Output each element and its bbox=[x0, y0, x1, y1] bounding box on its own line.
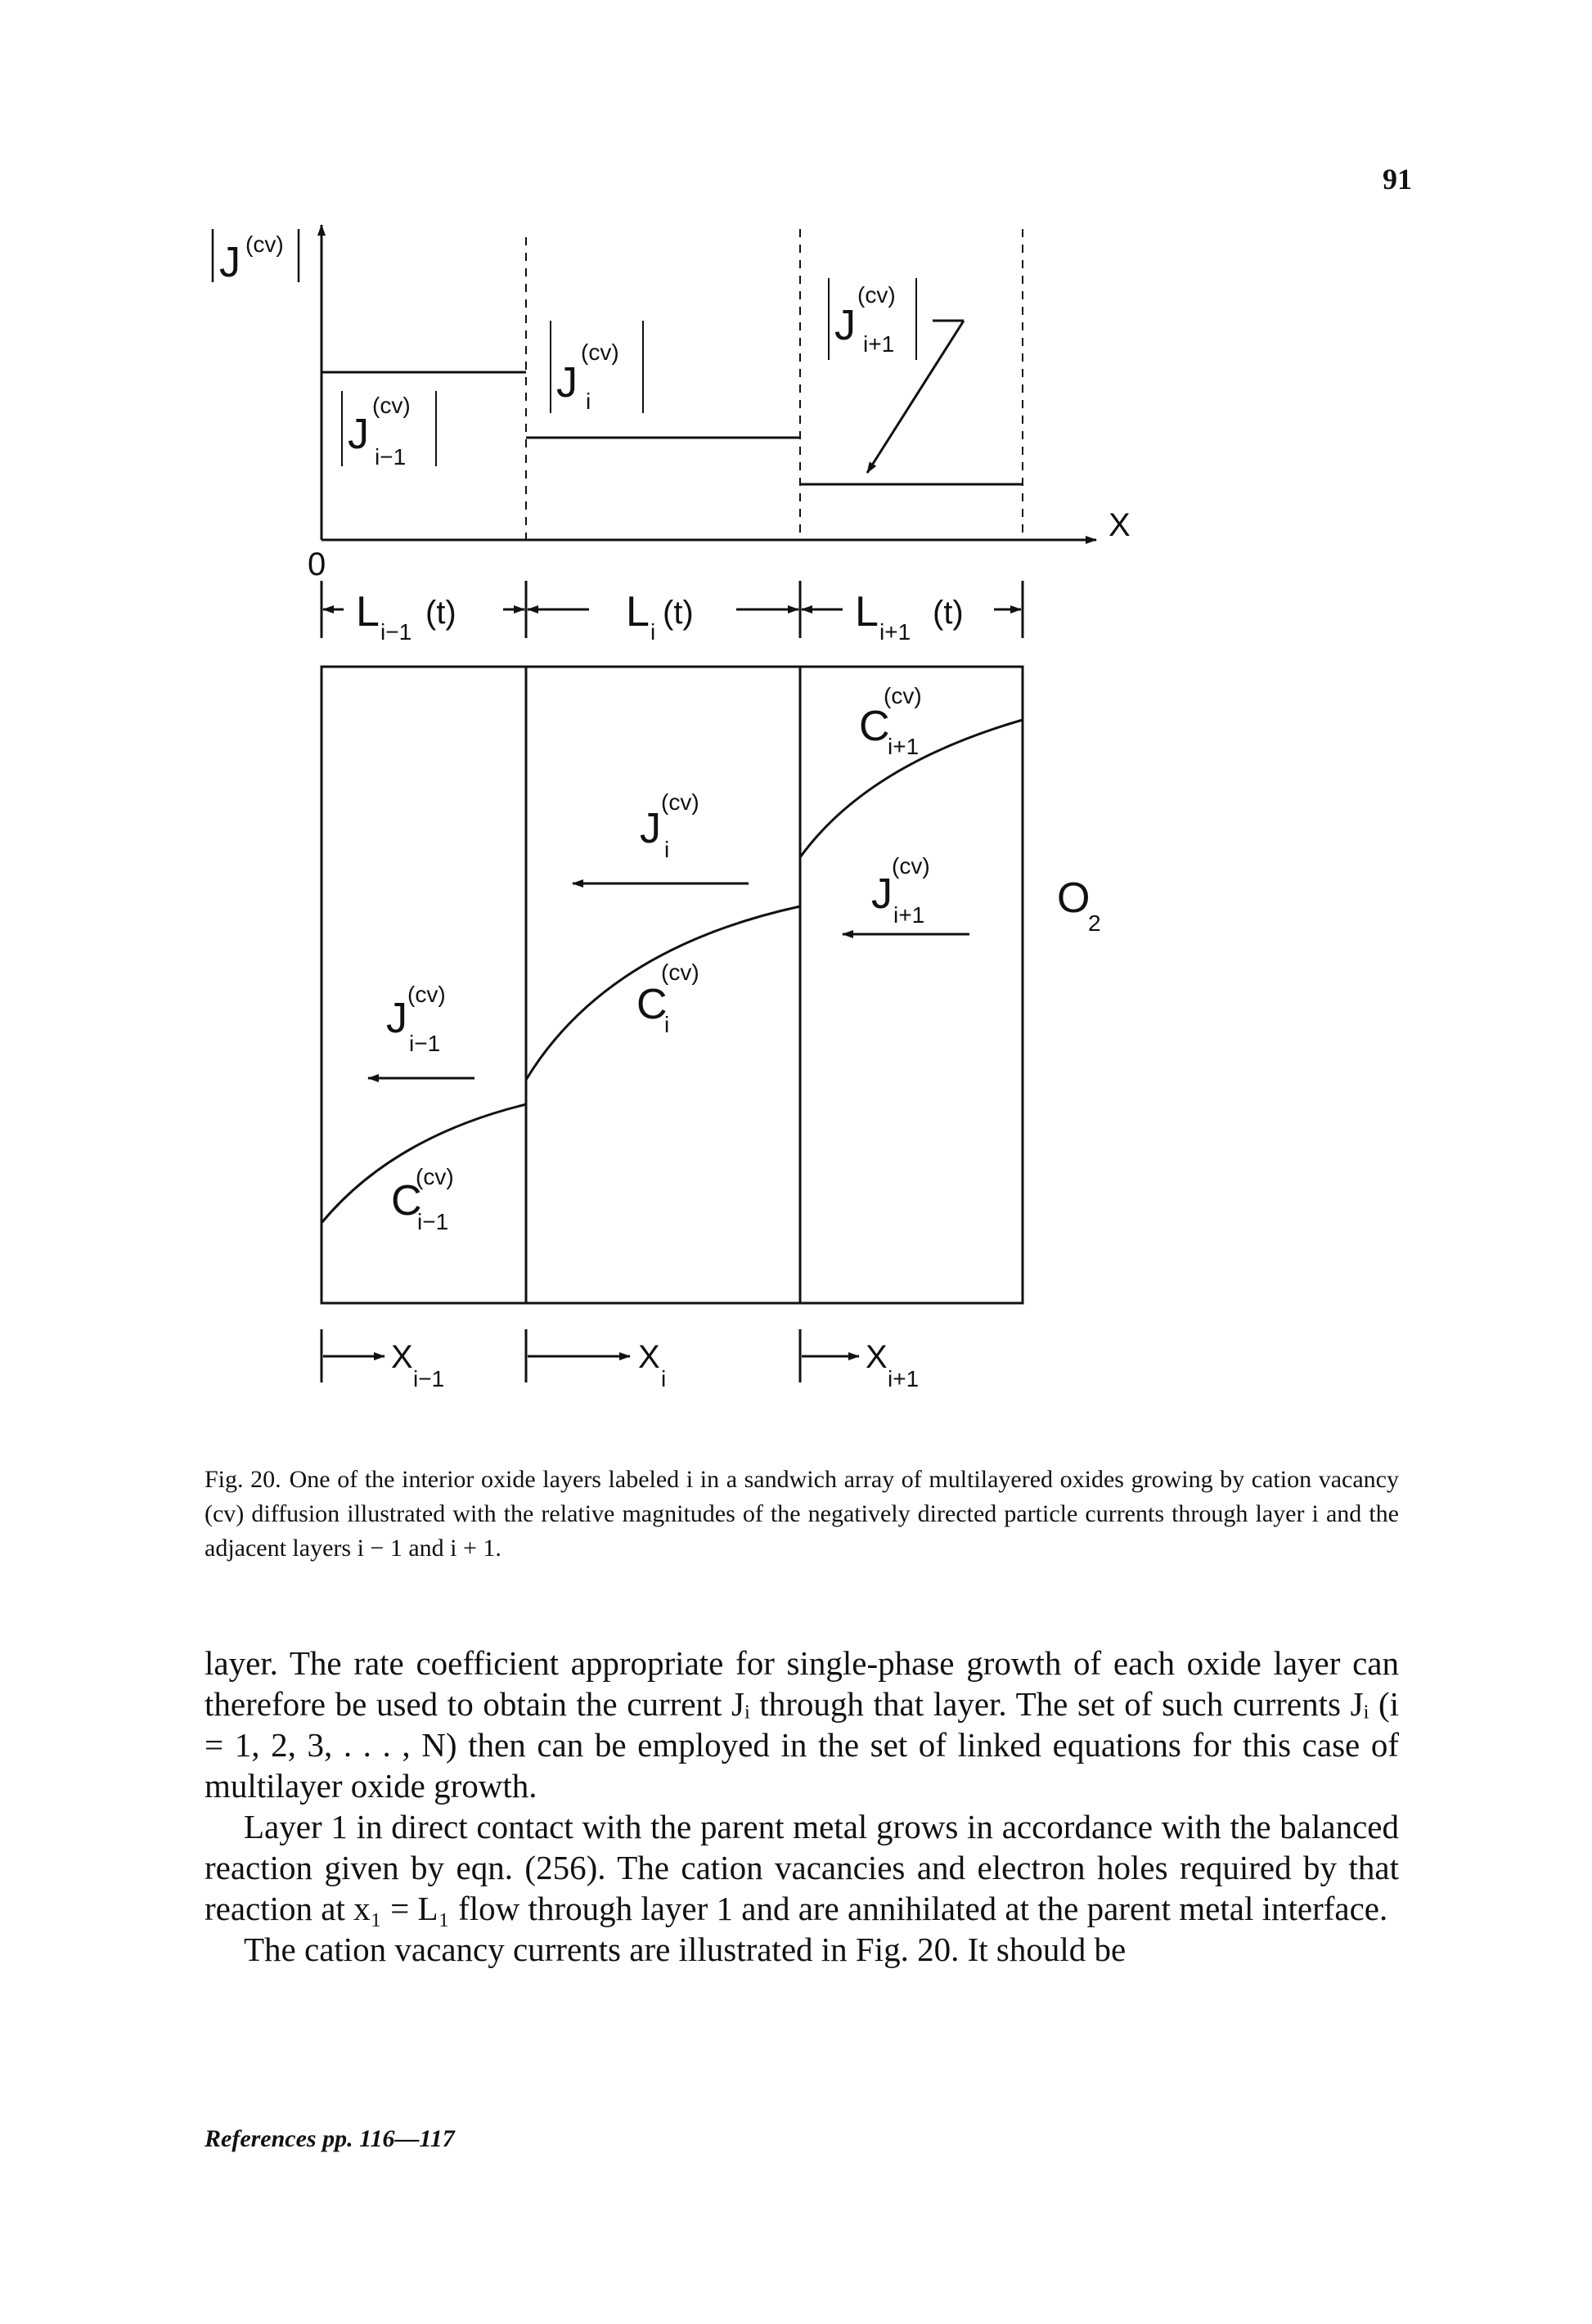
svg-text:i−1: i−1 bbox=[409, 1031, 440, 1056]
paragraph: layer. The rate coefficient appropriate … bbox=[205, 1644, 1399, 1805]
svg-text:(t): (t) bbox=[933, 595, 964, 631]
svg-text:i+1: i+1 bbox=[893, 902, 924, 928]
svg-text:J: J bbox=[640, 805, 661, 852]
flux-step-profile bbox=[322, 371, 1023, 486]
svg-text:(cv): (cv) bbox=[661, 789, 699, 815]
svg-text:i: i bbox=[664, 837, 669, 862]
x-axis-label: X bbox=[1109, 507, 1131, 543]
flux-label-sup: (cv) bbox=[857, 282, 896, 308]
concentration-curve-i bbox=[524, 905, 801, 1081]
svg-text:i: i bbox=[664, 1012, 669, 1037]
figure-20: J (cv) 0 X J (cv) i−1 J (cv) i J (cv) i+… bbox=[211, 224, 1131, 1391]
flux-bracket-i-minus-1 bbox=[341, 391, 437, 466]
upper-flux-panel bbox=[317, 224, 1097, 544]
svg-text:i−1: i−1 bbox=[413, 1366, 444, 1391]
svg-text:X: X bbox=[638, 1339, 660, 1375]
svg-text:i: i bbox=[661, 1366, 666, 1391]
references-footer: References pp. 116—117 bbox=[205, 2125, 455, 2152]
flux-label-sub: i bbox=[586, 389, 591, 414]
svg-text:(cv): (cv) bbox=[884, 683, 922, 708]
svg-text:(t): (t) bbox=[425, 595, 456, 631]
svg-text:C: C bbox=[391, 1177, 422, 1225]
svg-text:X: X bbox=[391, 1339, 413, 1375]
flux-label-sub: i−1 bbox=[375, 444, 406, 470]
layer-thickness-row bbox=[320, 581, 1024, 638]
svg-text:C: C bbox=[859, 703, 890, 750]
svg-text:L: L bbox=[626, 588, 650, 636]
flux-pointer-arrow bbox=[866, 320, 965, 474]
flux-label-main: J bbox=[834, 302, 856, 349]
svg-text:L: L bbox=[855, 588, 879, 636]
svg-text:(t): (t) bbox=[663, 595, 694, 631]
flux-label-main: J bbox=[348, 411, 369, 458]
page-number: 91 bbox=[1383, 163, 1412, 196]
svg-text:(cv): (cv) bbox=[661, 960, 699, 985]
svg-text:i−1: i−1 bbox=[380, 619, 411, 645]
local-coordinate-labels: X i−1 X i X i+1 bbox=[391, 1339, 919, 1391]
flux-bracket-i bbox=[550, 321, 644, 413]
flux-label-main: J bbox=[556, 359, 578, 407]
svg-text:i−1: i−1 bbox=[417, 1209, 448, 1234]
dashed-boundaries bbox=[525, 229, 1023, 540]
caption-text: One of the interior oxide layers labeled… bbox=[205, 1466, 1399, 1562]
oxygen-gas-label: O bbox=[1057, 874, 1090, 922]
local-coordinate-row bbox=[320, 1329, 860, 1382]
svg-text:i+1: i+1 bbox=[888, 734, 919, 759]
svg-text:L: L bbox=[356, 588, 380, 636]
svg-text:i+1: i+1 bbox=[888, 1366, 919, 1391]
svg-text:C: C bbox=[636, 981, 668, 1028]
figure-label: Fig. 20. bbox=[205, 1466, 281, 1493]
svg-text:i+1: i+1 bbox=[879, 619, 911, 645]
oxygen-gas-subscript: 2 bbox=[1088, 910, 1101, 936]
figure-caption: Fig. 20.One of the interior oxide layers… bbox=[205, 1463, 1399, 1566]
layer-thickness-labels: L i−1 (t) L i (t) L i+1 (t) bbox=[356, 588, 964, 645]
svg-text:(cv): (cv) bbox=[407, 982, 446, 1007]
svg-text:J: J bbox=[386, 995, 407, 1042]
lower-panel-labels: C (cv) i−1 C (cv) i C (cv) i+1 J (cv) i−… bbox=[386, 683, 1101, 1234]
svg-text:X: X bbox=[866, 1339, 888, 1375]
flux-label-sup: (cv) bbox=[581, 339, 619, 365]
flux-label-sup: (cv) bbox=[372, 393, 411, 418]
y-axis-superscript: (cv) bbox=[245, 232, 284, 257]
flux-bracket-i-plus-1 bbox=[828, 278, 917, 360]
origin-label: 0 bbox=[308, 546, 326, 582]
flux-label-sub: i+1 bbox=[863, 331, 894, 357]
layer-box bbox=[320, 665, 1024, 1305]
svg-text:J: J bbox=[871, 870, 893, 918]
body-text: layer. The rate coefficient appropriate … bbox=[205, 1643, 1399, 1970]
upper-flux-labels: J (cv) 0 X J (cv) i−1 J (cv) i J (cv) i+… bbox=[211, 229, 1131, 582]
y-axis-symbol: J bbox=[219, 239, 241, 286]
svg-text:(cv): (cv) bbox=[892, 853, 930, 879]
svg-text:(cv): (cv) bbox=[416, 1164, 454, 1189]
paragraph: The cation vacancy currents are illustra… bbox=[244, 1931, 1127, 1968]
lower-concentration-panel bbox=[320, 665, 1024, 1305]
concentration-curve-i-minus-1 bbox=[320, 1103, 527, 1224]
concentration-curve-i-plus-1 bbox=[798, 718, 1023, 858]
svg-text:i: i bbox=[650, 619, 655, 645]
paragraph: Layer 1 in direct contact with the paren… bbox=[205, 1808, 1399, 1927]
